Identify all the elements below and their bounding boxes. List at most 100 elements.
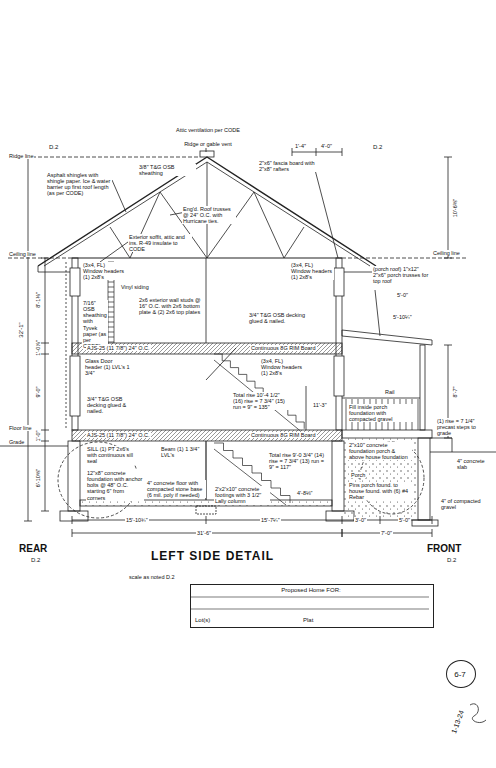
roof-sheathing (44, 162, 370, 266)
annotation-label: (3x4, FL) Window headers (1) 2x8's (290, 262, 334, 280)
annotation-label: Glass Door header (1) LVL's 1 3/4" (84, 358, 132, 376)
stair-treads (214, 354, 304, 429)
column-footing (196, 506, 216, 514)
leader-line (100, 148, 380, 336)
annotation-label: Grade (8, 439, 25, 445)
dimension-line (292, 148, 342, 156)
annotation-label: 4" of compacted gravel (440, 498, 490, 510)
annotation-label: Rail (384, 389, 395, 395)
annotation-label: 6'-10⅝" (35, 468, 41, 489)
window (334, 356, 344, 396)
node-text: Plat (303, 617, 313, 624)
annotation-label: Total rise 10'-4 1/2" (16) rise = 7 3/4"… (232, 392, 292, 410)
foundation-wall (332, 441, 344, 511)
dimension-line (206, 348, 306, 430)
annotation-label: 15'-7¼" (260, 517, 281, 523)
annotation-label: 2"x10" concrete foundation porch & above… (348, 442, 412, 460)
stud-ladder (108, 312, 114, 313)
annotation-label: Pins porch found. to house found. with (… (348, 482, 412, 500)
dimension-line (444, 157, 452, 438)
annotation-label: 12"x8" concrete foundation with anchor b… (86, 470, 144, 501)
annotation-label: Eng'd. Roof trusses @ 24" O.C. with Hurr… (182, 206, 236, 224)
stud-ladder (108, 342, 114, 343)
annotation-label: 7'-0" (380, 530, 393, 536)
annotation-label: 15'-10¾" (125, 517, 149, 523)
annotation-label: 8'-7" (452, 386, 458, 399)
window (70, 268, 80, 296)
annotation-label: 4'-8⅛" (296, 490, 314, 496)
gravel-fill (344, 438, 418, 518)
porch-roof (342, 330, 432, 345)
precast-step (430, 438, 452, 452)
annotation-label: Ceiling line (8, 251, 37, 257)
annotation-label: 1'-4" (294, 143, 307, 149)
annotation-label: 4'-0" (320, 143, 333, 149)
sheet-number-circle: 6-7 (446, 660, 476, 688)
annotation-label: 4" concrete floor with compacted stone b… (146, 480, 206, 498)
node-text: Lot(s) (195, 617, 210, 624)
annotation-label: AJS-25 (11 7/8") 24" O.C. (86, 345, 151, 351)
annotation-label: 2x6 exterior wall studs @ 16" O.C. with … (138, 297, 204, 315)
porch-column (420, 345, 425, 430)
annotation-label: D.2 (446, 557, 457, 564)
annotation-label: SILL (1) PT 2x6's with continuous sill s… (86, 446, 138, 464)
annotation-label: 5'-10¼" (392, 314, 413, 320)
annotation-label: Attic ventilation per CODE (172, 127, 244, 133)
annotation-label: 31'-6" (196, 530, 212, 536)
annotation-label: Beam (1) 1 3/4" LVL's (160, 446, 204, 458)
datum-line (8, 157, 468, 258)
annotation-label: Porch (350, 472, 366, 478)
annotation-label: Asphalt shingles with shingle paper. Ice… (46, 172, 112, 197)
stud-ladder (108, 287, 114, 288)
annotation-label: 9'-0" (35, 386, 41, 399)
glass-door (70, 356, 80, 416)
dimension-line (41, 258, 49, 511)
annotation-label: FRONT (426, 543, 462, 554)
stud-ladder (108, 327, 114, 328)
annotation-label: D.2 (48, 144, 59, 151)
annotation-label: scale as noted D.2 (128, 574, 176, 580)
annotation-label: (3x4, FL) Window headers (1) 2x8's (82, 262, 126, 280)
foundation-wall (68, 441, 80, 511)
annotation-label: D.2 (30, 557, 41, 564)
annotation-label: Ceiling line (432, 250, 461, 256)
annotation-label: Ridge or gable vent (177, 141, 239, 147)
annotation-label: 1'-0⅞" (35, 339, 41, 357)
annotation-label: (3x4, FL) Window headers (1) 2x8's (260, 358, 304, 376)
stud-ladder (108, 292, 114, 293)
dimension-line (342, 516, 432, 537)
annotation-label: Continuous 8G RIM Board (250, 345, 317, 351)
porch-foundation (418, 438, 430, 520)
annotation-label: 10'-6⅜" (452, 198, 458, 219)
annotation-label: Ridge line (8, 153, 34, 159)
node-text: 6-7 (447, 670, 473, 679)
stud-ladder (108, 337, 114, 338)
footing (60, 511, 88, 521)
stud-ladder (108, 332, 114, 333)
window (334, 268, 344, 296)
title-block: Proposed Home FOR:Lot(s)Plat (190, 584, 434, 628)
stud-ladder (108, 297, 114, 298)
annotation-label: Fill inside porch foundation with compac… (348, 404, 414, 422)
annotation-label: (1) rise = 7 1/4" precast steps to grade (436, 418, 492, 436)
annotation-label: 7/16" OSB sheathing with Tyvek paper (as… (82, 300, 108, 349)
annotation-label: (porch roof) 1"x12" 2"x6" porch trusses … (372, 266, 432, 284)
annotation-label: 11'-3" (312, 402, 328, 408)
annotation-label: 3/4" T&G OSB decking glued & nailed. (86, 396, 140, 414)
porch-footing (412, 520, 438, 526)
annotation-label: 3/8" T&G OSB sheathing (138, 164, 196, 176)
annotation-label: 2"x6" fascia board with 2"x8" rafters (258, 160, 316, 172)
annotation-label: 1'-0" (35, 430, 41, 443)
stud-ladder (108, 282, 114, 283)
floor-joists (72, 430, 342, 441)
annotation-label: D.2 (372, 144, 383, 151)
slab (80, 500, 332, 506)
annotation-label: 32'-1" (18, 321, 25, 338)
interior-wall (206, 258, 207, 343)
baluster (418, 399, 419, 430)
annotation-label: AJS-25 (11 7/8") 24" O.C. (86, 432, 151, 438)
annotation-label: 8'-1⅛" (35, 291, 41, 309)
porch-floor (342, 430, 432, 438)
signature (470, 704, 486, 723)
